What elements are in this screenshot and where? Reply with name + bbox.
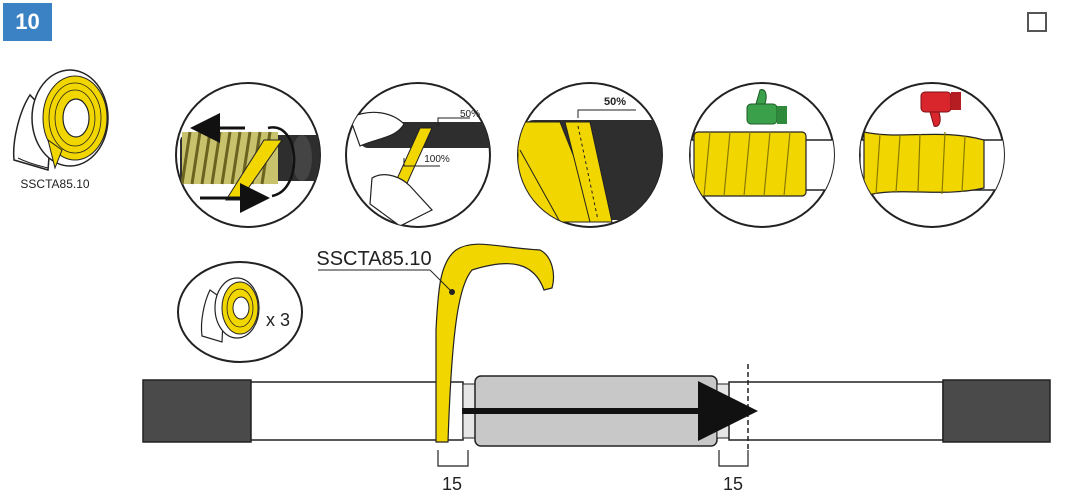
wrap-direction-panel [175,82,321,228]
incorrect-result-panel [859,82,1005,228]
stretch-tape-panel: 50% 100% [345,82,491,228]
thumbs-down-icon [920,91,961,127]
tape-quantity-panel [177,261,303,363]
dimension-left [437,450,469,467]
step-complete-checkbox[interactable] [1027,12,1047,32]
dimension-right [718,450,749,467]
half-overlap-panel: 50% [517,82,663,228]
tape-callout-label: SSCTA85.10 [316,248,431,270]
product-code-label: SSCTA85.10 [20,177,89,191]
dimension-left-label: 15 [442,474,462,494]
tape-roll-icon [12,69,109,171]
step-number-badge: 10 [3,3,52,41]
dimension-right-label: 15 [723,474,743,494]
thumbs-up-icon [746,89,787,125]
callout-leader [429,269,453,293]
quantity-label: x 3 [266,310,290,330]
overlap-50-label: 50% [460,109,480,120]
callout-dot [449,289,455,295]
tape-strip [435,243,555,443]
correct-result-panel [689,82,835,228]
stretch-100-label: 100% [424,154,450,165]
cable-assembly [142,364,1051,450]
overlap-50-bold-label: 50% [604,96,626,108]
